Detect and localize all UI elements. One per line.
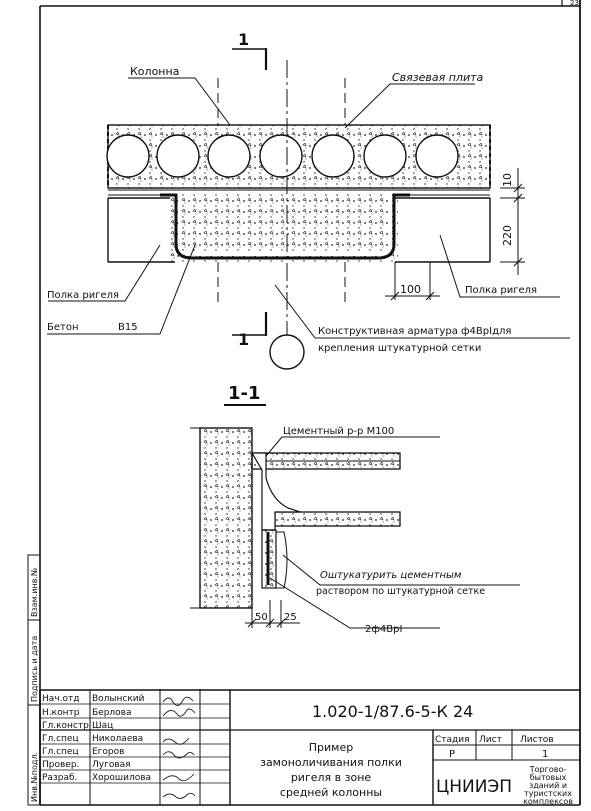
label-rebar-line1: Конструктивная арматура ф4ВрIдля (318, 326, 511, 337)
name-1: Берлова (92, 708, 132, 718)
section-label-top: 1 (238, 30, 249, 49)
dimension-100 (385, 262, 440, 301)
name-6: Хорошилова (92, 773, 151, 783)
section-marker-bottom (232, 312, 268, 336)
org-sub-0: Торгово- (529, 765, 567, 774)
stamp-inv-podl: Инв.№подл. (30, 752, 39, 802)
org-name: ЦНИИЭП (436, 777, 512, 797)
rebar-u (160, 193, 410, 260)
name-3: Николаева (92, 734, 143, 744)
label-plaster-line2: раствором по штукатурной сетке (316, 586, 485, 597)
stage-value: Р (449, 749, 455, 760)
column-upper (217, 78, 346, 125)
title-block (39, 689, 580, 805)
label-cement-mortar: Цементный р-р М100 (283, 426, 394, 437)
label-beam-flange-right: Полка ригеля (465, 285, 537, 296)
role-4: Гл.спец (42, 747, 79, 757)
name-4: Егоров (92, 747, 124, 757)
role-1: Н.контр (42, 708, 80, 718)
stamp-vzam-inv: Взам.инв.№ (30, 567, 39, 617)
label-concrete: Бетон (47, 322, 79, 333)
label-column: Колонна (130, 65, 179, 78)
dim-50: 50 (255, 612, 268, 623)
description: Пример замоноличивания полки ригеля в зо… (260, 741, 402, 799)
main-view: 1 1 10 220 100 (47, 30, 570, 370)
name-2: Шац (92, 721, 113, 731)
role-5: Провер. (42, 760, 79, 770)
org-sub-3: туристских (524, 789, 572, 798)
description-line-1: замоноличивания полки (260, 756, 402, 769)
description-line-3: средней колонны (280, 786, 382, 799)
description-line-2: ригеля в зоне (291, 771, 372, 784)
role-2: Гл.констр (42, 721, 89, 731)
section-view: 50 25 Цементный р-р М100 Оштукатурить це… (190, 426, 520, 635)
label-concrete-class: B15 (118, 322, 138, 333)
org-sub-1: бытовых (530, 773, 567, 782)
signatures (162, 696, 196, 799)
org-subtitle: Торгово- бытовых зданий и туристских ком… (523, 765, 573, 806)
stage-header: Стадия (435, 735, 470, 745)
sheets-header: Листов (520, 735, 554, 745)
role-3: Гл.спец (42, 734, 79, 744)
dimension-vertical (500, 168, 525, 275)
dim-25: 25 (284, 612, 297, 623)
label-slab: Связевая плита (392, 71, 484, 84)
role-0: Нач.отд (42, 694, 79, 704)
axis-bubble (269, 334, 305, 370)
dim-220: 220 (501, 225, 514, 246)
dim-10: 10 (501, 173, 514, 187)
section-title: 1-1 (228, 383, 261, 404)
role-rows: Нач.отд Волынский Н.контр Берлова Гл.кон… (42, 694, 151, 783)
label-plaster-line1: Оштукатурить цементным (320, 570, 462, 581)
role-6: Разраб. (42, 773, 77, 783)
org-sub-4: комплексов (523, 797, 573, 806)
label-beam-flange-left: Полка ригеля (47, 290, 119, 301)
section-label-bottom: 1 (238, 330, 249, 349)
name-0: Волынский (92, 694, 145, 704)
stamp-podpis-data: Подпись и дата (30, 636, 39, 702)
sheet-frame (39, 0, 581, 806)
sheets-value: 1 (542, 749, 548, 760)
beam-flanges (107, 197, 491, 263)
dim-100: 100 (400, 283, 421, 296)
drawing-code: 1.020-1/87.6-5-К 24 (312, 702, 473, 721)
hollow-core-slab (106, 124, 491, 189)
leaders-main (48, 77, 570, 339)
name-5: Луговая (92, 760, 131, 770)
sheet-corner-number: 23 (570, 0, 579, 7)
label-rebar-line2: крепления штукатурной сетки (318, 343, 481, 354)
label-rebar-section: 2ф4ВрI (365, 624, 402, 635)
org-sub-2: зданий и (529, 781, 567, 790)
section-marker-top (232, 48, 268, 70)
description-line-0: Пример (309, 741, 353, 754)
column-lower (217, 262, 346, 305)
sheet-header: Лист (479, 735, 502, 745)
side-stamp (27, 554, 41, 806)
